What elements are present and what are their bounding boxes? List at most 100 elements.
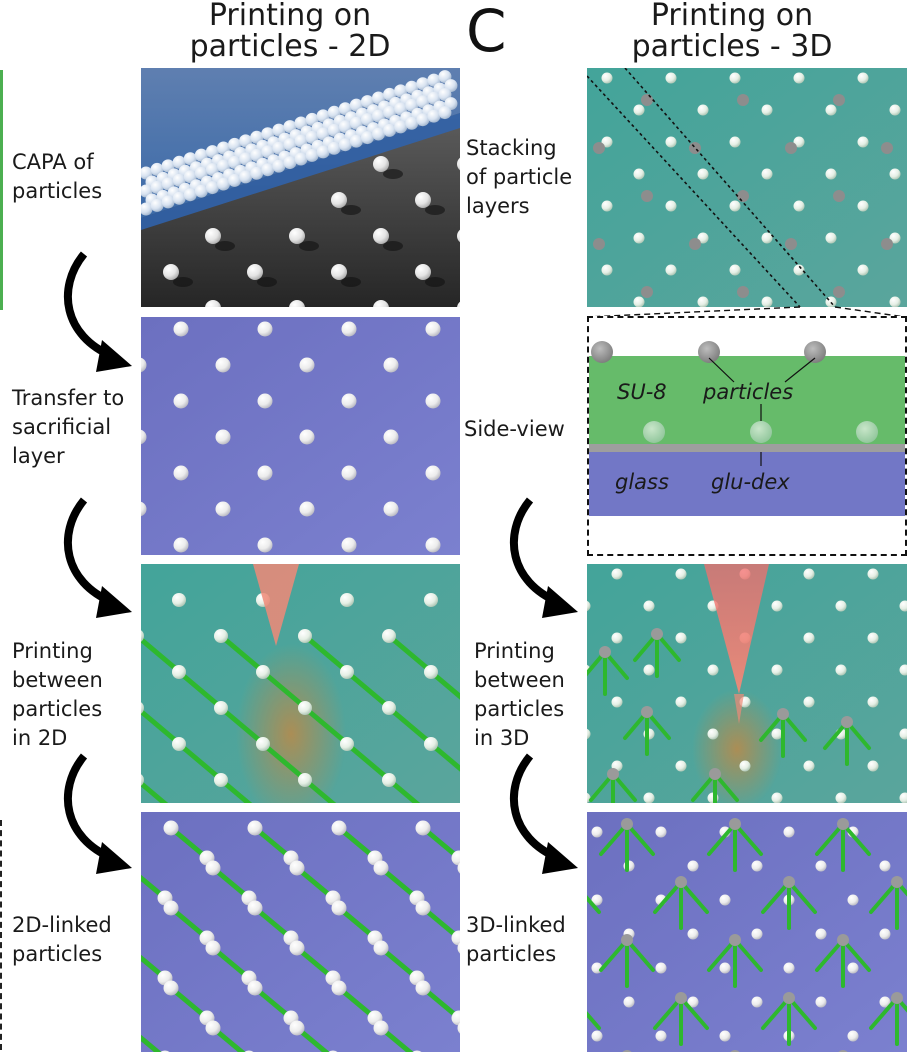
particle	[257, 393, 273, 409]
particle	[173, 465, 189, 481]
particle	[623, 996, 635, 1008]
particle	[793, 136, 805, 148]
bottom-particle-1	[643, 421, 665, 443]
particle	[879, 996, 891, 1008]
printed-link	[599, 822, 629, 856]
particle	[163, 980, 179, 996]
top-layer-particle	[641, 706, 653, 718]
printed-link	[599, 938, 629, 972]
particle	[205, 1020, 221, 1036]
printed-link	[733, 822, 763, 856]
top-layer-particle	[841, 716, 853, 728]
printed-link	[787, 880, 817, 914]
printed-link	[707, 938, 737, 972]
particle	[141, 429, 147, 445]
particle	[771, 664, 783, 676]
particle	[803, 632, 815, 644]
particle	[141, 774, 144, 786]
particle	[815, 860, 827, 872]
top-layer-particle	[730, 1050, 740, 1052]
particle	[687, 996, 699, 1008]
right-column-title: Printing on particles - 3D	[631, 0, 833, 64]
printed-link	[869, 880, 899, 914]
particle	[247, 980, 263, 996]
particle	[761, 296, 773, 307]
top-layer-particle	[891, 992, 903, 1004]
particle	[373, 860, 389, 876]
particle	[665, 264, 677, 276]
top-layer-particle	[833, 94, 845, 106]
step-label-stacking: Stacking of particle layers	[466, 136, 573, 218]
top-layer-particle	[689, 142, 701, 154]
particle	[739, 760, 751, 772]
particle	[289, 860, 305, 876]
cluster-particle	[438, 106, 452, 120]
particle	[341, 465, 357, 481]
particle	[415, 980, 431, 996]
particle	[451, 850, 460, 866]
step-label-printing-3d: Printing between particles in 3D	[474, 639, 565, 750]
panel-stacking-layers	[587, 68, 907, 307]
printed-link	[625, 822, 655, 856]
particle	[298, 773, 312, 787]
particle	[771, 792, 783, 803]
cluster-particle	[427, 109, 441, 123]
particle	[835, 792, 847, 803]
particle	[719, 1030, 731, 1042]
particle	[247, 900, 263, 916]
particle	[815, 996, 827, 1008]
top-layer-particle	[622, 1050, 632, 1052]
printed-link	[733, 938, 763, 972]
cluster-particle	[372, 127, 385, 141]
particle	[247, 820, 263, 836]
particle	[825, 232, 837, 244]
cluster-particle	[383, 123, 397, 137]
particle	[205, 940, 221, 956]
printed-link	[176, 741, 220, 779]
particle	[857, 264, 869, 276]
printed-link	[294, 865, 336, 901]
particle	[214, 629, 228, 643]
particle	[141, 702, 144, 714]
su8-layer	[589, 356, 905, 444]
particle	[457, 157, 460, 171]
printed-link	[761, 880, 791, 914]
particle	[857, 72, 869, 84]
particle	[697, 168, 709, 180]
particle	[899, 792, 907, 803]
particle	[803, 696, 815, 708]
particle-shadow	[341, 205, 361, 215]
particle	[591, 1030, 603, 1042]
particle	[675, 760, 687, 772]
particle	[601, 200, 613, 212]
printed-link	[625, 938, 655, 972]
particle-shadow	[173, 277, 193, 287]
particle	[373, 940, 389, 956]
step-label-printing-2d: Printing between particles in 2D	[12, 639, 103, 750]
top-layer-particle	[881, 142, 893, 154]
left-edge-dash	[0, 820, 2, 1050]
particle	[172, 737, 186, 751]
particle	[331, 980, 347, 996]
top-layer-particle	[785, 238, 797, 250]
particle	[687, 928, 699, 940]
label-glu-dex: glu-dex	[711, 470, 790, 494]
particle	[815, 928, 827, 940]
particle	[340, 593, 354, 607]
particle	[665, 72, 677, 84]
printed-link	[141, 874, 168, 901]
particle	[793, 72, 805, 84]
top-layer-particle	[599, 646, 611, 658]
particle	[163, 264, 179, 280]
particle-shadow	[299, 241, 319, 251]
particle	[299, 501, 315, 517]
arrow-right-1	[509, 497, 578, 618]
particle	[257, 537, 273, 553]
printed-link	[302, 633, 346, 671]
top-particle-1	[591, 341, 613, 363]
step-label-side-view: Side-view	[464, 417, 565, 441]
printed-link	[141, 636, 178, 671]
cluster-particle	[239, 170, 253, 184]
particle	[205, 228, 221, 244]
particle	[415, 900, 431, 916]
